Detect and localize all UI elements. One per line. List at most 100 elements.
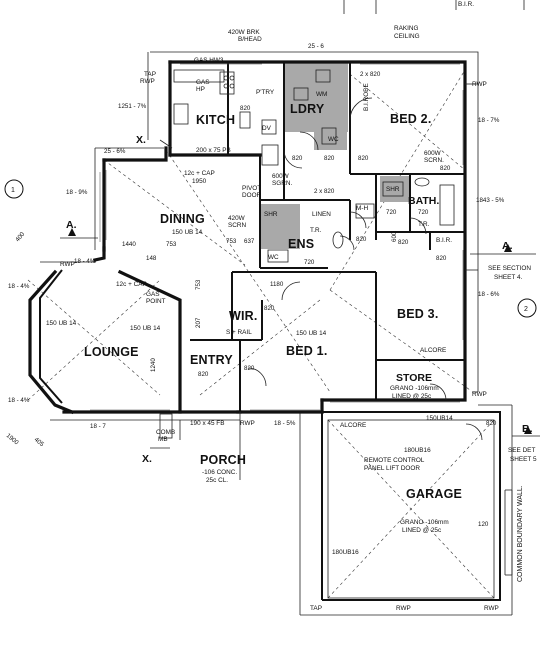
dim-820-5: 820 (440, 165, 451, 172)
note-beam-garage-mid: 180UB16 (404, 447, 431, 454)
note-remote-1: REMOTE CONTROL (364, 457, 425, 464)
dim-1240: 1240 (150, 358, 157, 372)
note-linen: LINEN (312, 211, 331, 218)
room-label-ens: ENS (288, 237, 314, 251)
room-label-wir: WIR. (229, 309, 258, 323)
dim-820-12: 820 (486, 420, 497, 427)
room-label-kitch: KITCH (196, 113, 235, 127)
note-wc2: WC (268, 254, 279, 261)
room-label-garage: GARAGE (406, 487, 462, 501)
note-see-section-1: SEE SECTION (488, 265, 531, 272)
note-gas-point-2: POINT (146, 298, 166, 305)
note-rwp-tl: RWP (140, 78, 155, 85)
dim-405: 405 (33, 436, 46, 448)
note-lintel-cap: 12c + CAP (184, 170, 215, 177)
note-remote-2: PANEL LIFT DOOR (364, 465, 420, 472)
room-label-lounge: LOUNGE (84, 345, 139, 359)
room-label-entry: ENTRY (190, 353, 233, 367)
rwp-markers (40, 83, 478, 393)
note-shower-2: SHR (264, 211, 278, 218)
note-gas-hw3: GAS HW3 (194, 57, 224, 64)
dim-1900: 1900 (5, 432, 20, 447)
note-beam-garage-top: 150UB14 (426, 415, 453, 422)
dim-720-2: 720 (418, 209, 429, 216)
section-markers (60, 139, 540, 449)
section-x-top-label: X. (136, 134, 146, 146)
note-boundary-wall: COMMON BOUNDARY WALL. (517, 485, 524, 582)
dim-753-b: 753 (226, 238, 237, 245)
note-scrn1-w: 600W (272, 173, 290, 180)
dim-1251: 1251 - 7% (118, 103, 147, 110)
dim-1440: 1440 (122, 241, 136, 248)
dim-820-10: 820 (198, 371, 209, 378)
note-beam-garage-left: 180UB16 (332, 549, 359, 556)
garage-walls (321, 411, 501, 601)
note-beam-dining: 150 UB 14 (172, 229, 203, 236)
note-rwp-garage: RWP (396, 605, 411, 612)
note-rwp-lounge: RWP (60, 261, 75, 268)
note-grano-store-1: GRANO -106mm (390, 385, 439, 392)
dim-207: 207 (195, 317, 202, 328)
note-alcore-garage: ALCORE (340, 422, 366, 429)
note-gas: GAS (196, 79, 210, 86)
dim-637: 637 (244, 238, 255, 245)
section-a-left-label: A. (66, 219, 77, 231)
dim-18-7-bottom: 18 - 7 (90, 423, 106, 430)
dim-820-4: 820 (358, 155, 369, 162)
note-scrn3-s: SCRN (228, 222, 246, 229)
note-porch-fb: 190 x 45 FB (190, 420, 224, 427)
dim-25-6: 25 - 6 (308, 43, 324, 50)
note-see-detail-1: SEE DET (508, 447, 535, 454)
dim-820-7: 820 (398, 239, 409, 246)
note-manhole: M-H (356, 205, 368, 212)
dim-720-1: 720 (386, 209, 397, 216)
dim-18-5: 18 - 5% (274, 420, 296, 427)
dim-18-9: 18 - 9% (66, 189, 88, 196)
dim-820-3: 820 (324, 155, 335, 162)
note-concrete-2: 25c CL. (206, 477, 228, 484)
note-bir-top: B.I.R. (458, 1, 474, 8)
note-wm: WM (316, 91, 327, 98)
note-tap-garage: TAP (310, 605, 322, 612)
dim-18-4-b: 18 - 4% (8, 397, 30, 404)
dim-820-2: 820 (292, 155, 303, 162)
dim-18-6-right: 18 - 6% (478, 291, 500, 298)
note-rwp-garage-right: RWP (484, 605, 499, 612)
dim-820-11: 820 (244, 365, 255, 372)
note-grano-store-2: LINED @ 25c (392, 393, 432, 400)
grid-marker-2-label: 2 (524, 306, 528, 313)
note-pantry: P'TRY (256, 89, 275, 96)
dim-753-vertical: 753 (195, 279, 202, 290)
note-scrn1-s: SGRN. (272, 180, 292, 187)
room-label-dining: DINING (160, 212, 205, 226)
wet-area-fixtures (267, 69, 455, 263)
dim-2x820-bed2: 2 x 820 (360, 71, 381, 78)
room-label-bed2: BED 2. (390, 112, 432, 126)
section-b-label: B. (522, 423, 533, 435)
note-towel-rail-1: T.R. (310, 227, 322, 234)
dim-820-9: 820 (264, 305, 275, 312)
dim-25-6b: 25 - 6% (104, 148, 126, 155)
dim-600: 600 (391, 231, 398, 242)
dim-1843: 1843 - 5% (476, 197, 505, 204)
note-rwp-porch: RWP (240, 420, 255, 427)
note-pivot: PIVOT (242, 185, 261, 192)
note-grano-garage-2: LINED @ 25c (402, 527, 442, 534)
bath-shade (380, 176, 410, 202)
note-beam-bed1: 150 UB 14 (296, 330, 327, 337)
dim-1180: 1180 (270, 281, 284, 288)
room-label-ldry: LDRY (290, 102, 325, 116)
door-swings (247, 97, 483, 441)
dim-753-a: 753 (166, 241, 177, 248)
note-grano-garage-1: GRANO -106mm (400, 519, 449, 526)
note-towel-rail-2: T.R. (418, 221, 430, 228)
dim-400: 400 (14, 230, 26, 243)
note-lintel-1950: 1950 (192, 178, 207, 185)
note-rwp-tr: RWP (472, 81, 487, 88)
common-boundary-wall (504, 489, 513, 576)
grid-marker-1-label: 1 (11, 187, 15, 194)
ensuite-shade (260, 204, 300, 249)
dim-120: 120 (478, 521, 489, 528)
kitchen-fixtures (173, 69, 279, 166)
